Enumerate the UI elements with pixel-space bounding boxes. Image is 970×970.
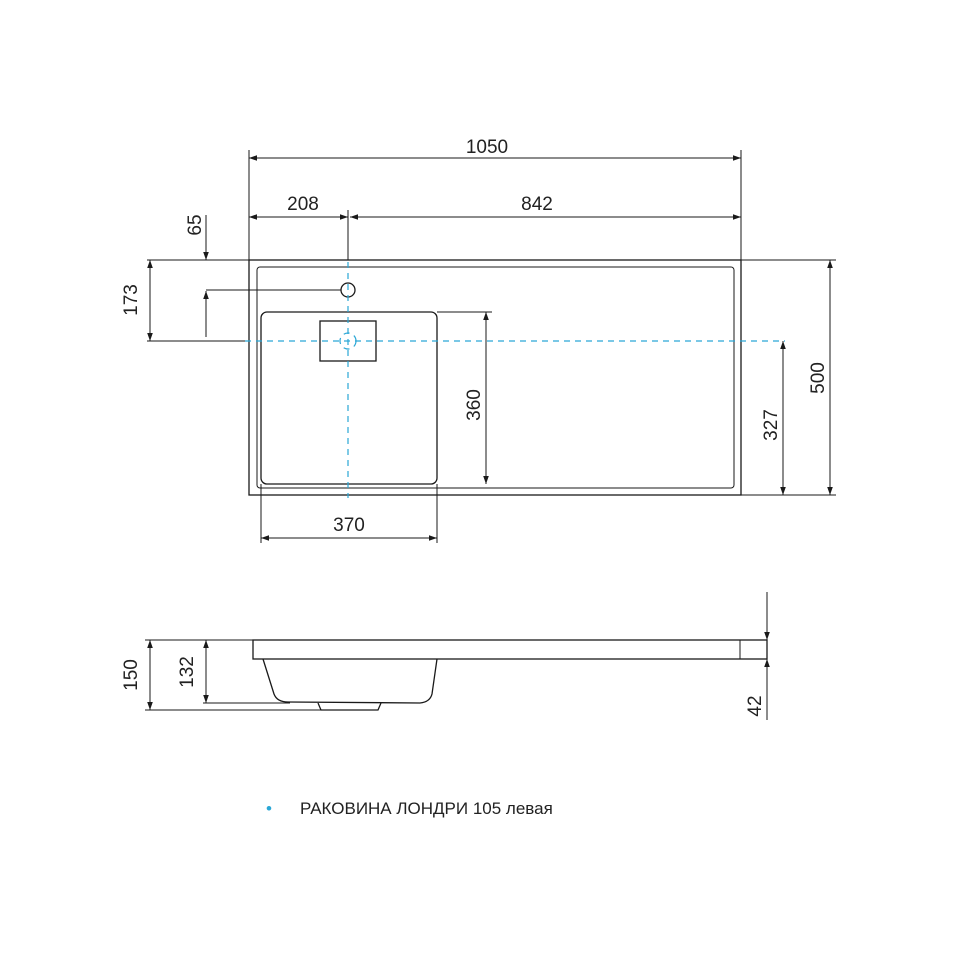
dim-total-depth: 500 [808, 362, 829, 394]
caption-bullet-icon: • [266, 799, 272, 818]
drain-profile [317, 702, 382, 711]
dim-slab-thickness: 42 [745, 695, 766, 716]
countertop-slab [252, 639, 768, 660]
dim-remaining-width: 842 [521, 194, 553, 215]
basin-outline [260, 311, 438, 485]
caption-text: РАКОВИНА ЛОНДРИ 105 левая [300, 799, 553, 818]
top-view: 1050 208 842 65 173 360 327 500 370 [121, 137, 836, 543]
countertop-rim [256, 266, 735, 489]
dim-total-height: 150 [121, 659, 142, 691]
side-view: 150 132 42 [121, 592, 770, 720]
dim-faucet-offset-y: 65 [185, 214, 206, 235]
dim-basin-width: 370 [333, 515, 365, 536]
dim-basin-depth: 360 [464, 389, 485, 421]
dim-faucet-offset-x: 208 [287, 194, 319, 215]
dim-basin-height: 132 [177, 656, 198, 688]
basin-profile [262, 658, 438, 704]
dim-drain-offset-y: 173 [121, 284, 142, 316]
countertop-outline [248, 259, 742, 496]
dim-drain-to-front: 327 [761, 409, 782, 441]
dim-total-width: 1050 [466, 137, 508, 158]
